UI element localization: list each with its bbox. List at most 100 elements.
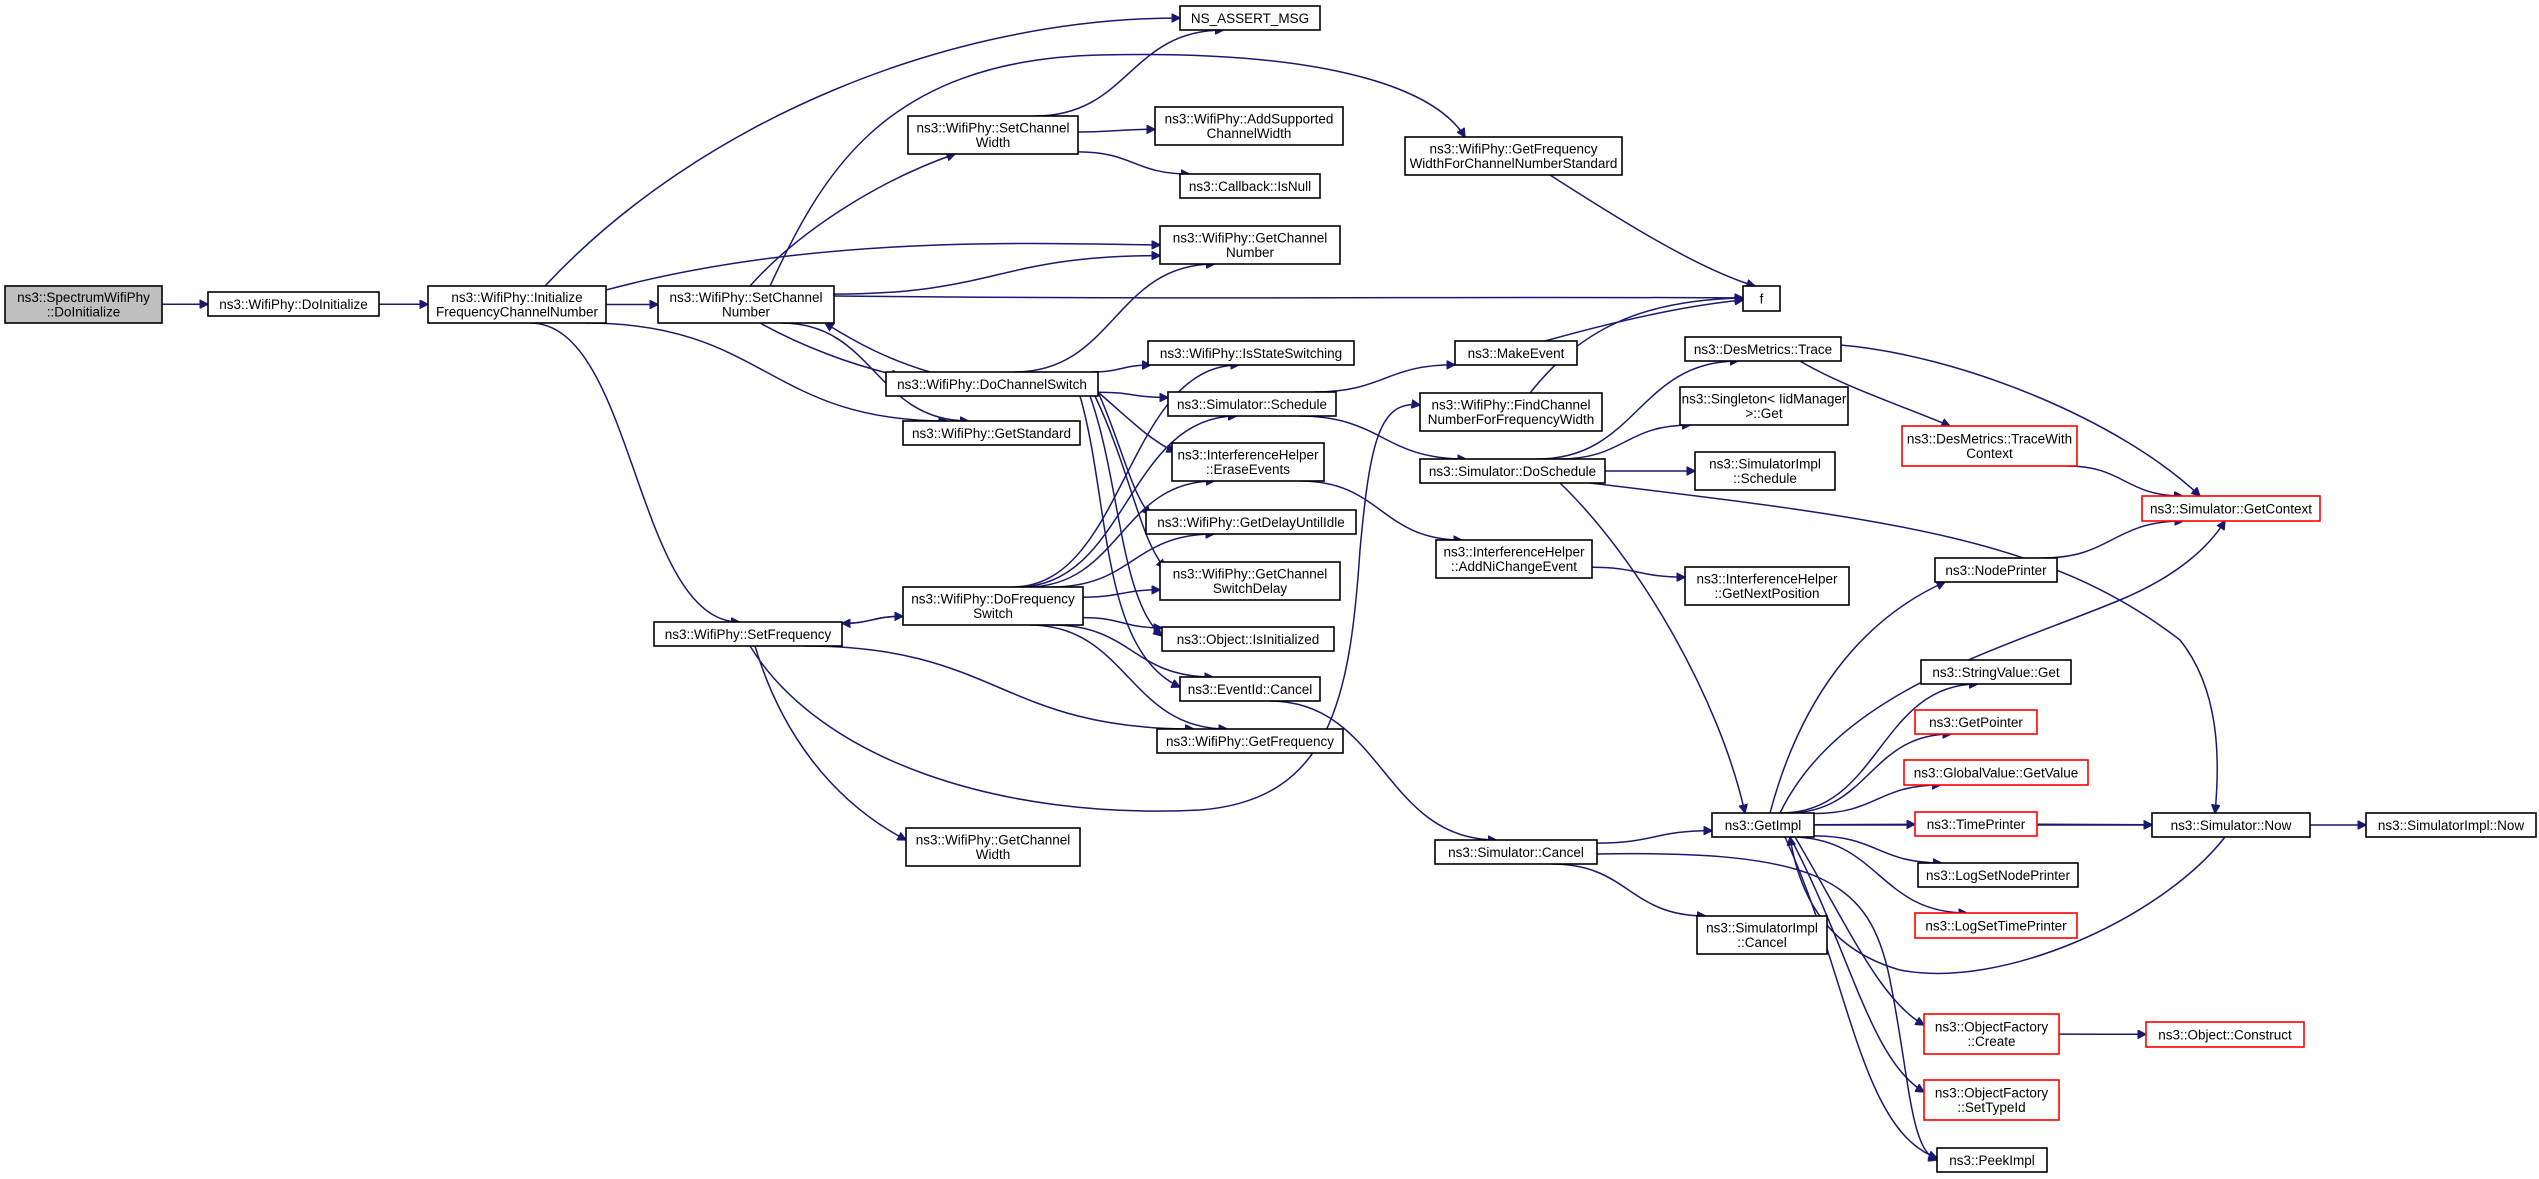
- node-sim_schedule[interactable]: ns3::Simulator::Schedule: [1167, 391, 1337, 417]
- node-make_event[interactable]: ns3::MakeEvent: [1454, 340, 1578, 366]
- edge-set_channel_number-to-do_channel_switch: [759, 322, 900, 376]
- node-label: ns3::ObjectFactory: [1935, 1086, 2049, 1101]
- node-des_metrics_trace[interactable]: ns3::DesMetrics::Trace: [1684, 336, 1842, 362]
- node-node_printer[interactable]: ns3::NodePrinter: [1934, 557, 2058, 583]
- node-label: ns3::DesMetrics::Trace: [1694, 342, 1832, 357]
- node-box: [2145, 1021, 2305, 1048]
- node-object_factory_settypeid[interactable]: ns3::ObjectFactory::SetTypeId: [1923, 1079, 2060, 1121]
- node-ns_assert_msg[interactable]: NS_ASSERT_MSG: [1179, 5, 1321, 31]
- node-label: ns3::NodePrinter: [1945, 563, 2047, 578]
- node-sim_get_context[interactable]: ns3::Simulator::GetContext: [2141, 495, 2321, 522]
- node-box: [1454, 340, 1578, 366]
- node-label: ns3::Callback::IsNull: [1189, 179, 1311, 194]
- node-object_construct[interactable]: ns3::Object::Construct: [2145, 1021, 2305, 1048]
- node-label: WidthForChannelNumberStandard: [1410, 156, 1618, 171]
- node-box: [1434, 839, 1598, 865]
- node-label: ns3::TimePrinter: [1927, 817, 2026, 832]
- node-peek_impl[interactable]: ns3::PeekImpl: [1936, 1147, 2048, 1173]
- node-time_printer[interactable]: ns3::TimePrinter: [1914, 811, 2038, 837]
- node-label: ns3::SimulatorImpl::Now: [2378, 818, 2525, 833]
- node-get_freq_width_std[interactable]: ns3::WifiPhy::GetFrequencyWidthForChanne…: [1404, 136, 1623, 176]
- node-object_is_initialized[interactable]: ns3::Object::IsInitialized: [1161, 626, 1335, 652]
- node-label: ns3::WifiPhy::AddSupported: [1165, 112, 1334, 127]
- node-label: Number: [722, 305, 771, 320]
- edge-do_frequency_switch-to-eventid_cancel: [1051, 624, 1213, 677]
- node-object_factory_create[interactable]: ns3::ObjectFactory::Create: [1923, 1013, 2060, 1055]
- node-sim_do_schedule[interactable]: ns3::Simulator::DoSchedule: [1419, 458, 1606, 484]
- node-box: [657, 285, 835, 324]
- edge-do_channel_switch-to-sim_schedule: [1097, 391, 1168, 397]
- node-box: [1154, 106, 1344, 146]
- node-label: ns3::GlobalValue::GetValue: [1914, 765, 2079, 780]
- node-global_value_get[interactable]: ns3::GlobalValue::GetValue: [1903, 759, 2089, 786]
- edge-sim_schedule-to-sim_do_schedule: [1298, 415, 1466, 459]
- node-simimpl_now[interactable]: ns3::SimulatorImpl::Now: [2365, 812, 2537, 838]
- node-callback_isnull[interactable]: ns3::Callback::IsNull: [1179, 173, 1321, 199]
- node-erase_events[interactable]: ns3::InterferenceHelper::EraseEvents: [1171, 442, 1325, 482]
- node-label: ns3::WifiPhy::SetFrequency: [665, 627, 832, 642]
- node-init_freq_ch[interactable]: ns3::WifiPhy::InitializeFrequencyChannel…: [427, 285, 607, 324]
- node-box: [1914, 912, 2078, 939]
- node-log_set_time_printer[interactable]: ns3::LogSetTimePrinter: [1914, 912, 2078, 939]
- node-label: Width: [976, 135, 1011, 150]
- node-do_channel_switch[interactable]: ns3::WifiPhy::DoChannelSwitch: [885, 371, 1099, 397]
- edge-set_channel_number-to-get_standard: [781, 322, 968, 421]
- edge-add_ni_change_event-to-get_next_position: [1591, 566, 1685, 577]
- edge-do_channel_switch-to-erase_events: [1097, 391, 1175, 452]
- node-get_delay_until_idle[interactable]: ns3::WifiPhy::GetDelayUntilIdle: [1145, 509, 1357, 535]
- node-box: [1923, 1013, 2060, 1055]
- node-simimpl_cancel[interactable]: ns3::SimulatorImpl::Cancel: [1696, 915, 1828, 955]
- node-simimpl_schedule[interactable]: ns3::SimulatorImpl::Schedule: [1694, 451, 1836, 491]
- node-f[interactable]: f: [1742, 285, 1781, 312]
- node-box: [905, 827, 1081, 867]
- node-sim_cancel[interactable]: ns3::Simulator::Cancel: [1434, 839, 1598, 865]
- node-label: ns3::WifiPhy::SetChannel: [916, 121, 1069, 136]
- edge-sim_do_schedule-to-get_impl: [1559, 482, 1745, 813]
- edge-time_printer-to-sim_now: [2036, 824, 2152, 825]
- node-box: [1684, 336, 1842, 362]
- node-label: ns3::LogSetNodePrinter: [1926, 868, 2071, 883]
- edge-do_frequency_switch-to-erase_events: [1026, 481, 1215, 588]
- node-get_pointer[interactable]: ns3::GetPointer: [1914, 709, 2038, 735]
- node-label: ns3::GetImpl: [1725, 818, 1802, 833]
- node-label: ::AddNiChangeEvent: [1451, 559, 1577, 574]
- node-box: [1145, 509, 1357, 535]
- node-box: [1404, 136, 1623, 176]
- node-label: f: [1760, 291, 1764, 306]
- node-string_value_get[interactable]: ns3::StringValue::Get: [1920, 659, 2072, 685]
- node-log_set_node_printer[interactable]: ns3::LogSetNodePrinter: [1917, 862, 2079, 888]
- edge-do_channel_switch-to-get_delay_until_idle: [1097, 391, 1150, 515]
- node-get_next_position[interactable]: ns3::InterferenceHelper::GetNextPosition: [1684, 566, 1850, 606]
- node-find_channel_nfw[interactable]: ns3::WifiPhy::FindChannelNumberForFreque…: [1419, 392, 1603, 432]
- edge-do_frequency_switch-to-get_frequency: [1029, 624, 1227, 729]
- node-label: ns3::DesMetrics::TraceWith: [1907, 432, 2072, 447]
- edge-get_impl-to-get_pointer: [1787, 734, 1951, 814]
- node-eventid_cancel[interactable]: ns3::EventId::Cancel: [1179, 676, 1321, 702]
- node-wifiphy_doinit[interactable]: ns3::WifiPhy::DoInitialize: [207, 291, 380, 317]
- edge-set_channel_width-to-callback_isnull: [1077, 151, 1190, 174]
- node-label: ns3::InterferenceHelper: [1177, 448, 1319, 463]
- edge-do_channel_switch-to-is_state_switching: [1092, 365, 1150, 373]
- node-singleton_get[interactable]: ns3::Singleton< IidManager >::Get: [1679, 386, 1849, 426]
- node-add_ni_change_event[interactable]: ns3::InterferenceHelper::AddNiChangeEven…: [1435, 539, 1593, 579]
- node-set_frequency[interactable]: ns3::WifiPhy::SetFrequency: [653, 621, 843, 647]
- node-get_impl[interactable]: ns3::GetImpl: [1711, 812, 1815, 838]
- node-sim_now[interactable]: ns3::Simulator::Now: [2151, 812, 2311, 838]
- edge-do_frequency_switch-to-sim_schedule: [1017, 416, 1236, 588]
- node-get_standard[interactable]: ns3::WifiPhy::GetStandard: [902, 420, 1081, 446]
- edge-init_freq_ch-to-get_standard: [585, 322, 947, 421]
- node-label: ::Schedule: [1733, 471, 1797, 486]
- edge-set_frequency-to-do_frequency_switch: [841, 616, 903, 625]
- edge-sim_do_schedule-to-des_metrics_trace: [1537, 361, 1738, 460]
- node-is_state_switching[interactable]: ns3::WifiPhy::IsStateSwitching: [1147, 340, 1355, 366]
- node-get_frequency[interactable]: ns3::WifiPhy::GetFrequency: [1156, 728, 1344, 754]
- edge-init_freq_ch-to-ns_assert_msg: [544, 18, 1180, 287]
